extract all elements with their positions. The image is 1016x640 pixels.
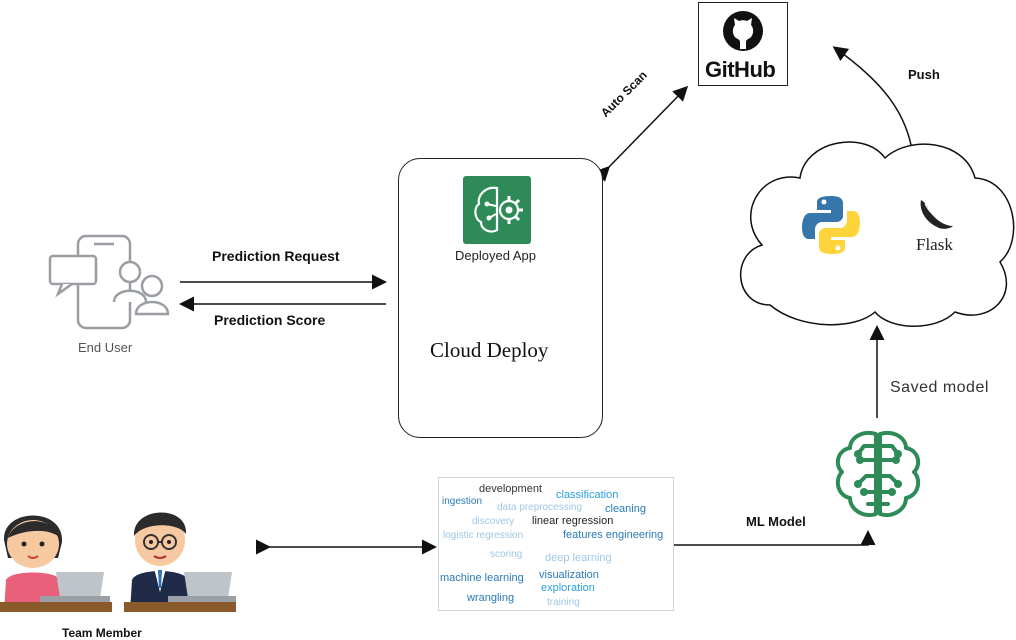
word-ingestion: ingestion <box>442 496 483 507</box>
prediction-request-label: Prediction Request <box>212 248 340 264</box>
flask-label: Flask <box>916 235 953 254</box>
word-development: development <box>479 483 542 495</box>
word-cloud: development classification ingestion dat… <box>438 477 674 611</box>
word-exploration: exploration <box>541 582 595 594</box>
word-machine-learning: machine learning <box>440 572 524 584</box>
saved-model-label: Saved model <box>890 379 989 396</box>
word-linear-regression: linear regression <box>532 515 614 527</box>
word-scoring: scoring <box>490 549 523 560</box>
prediction-score-label: Prediction Score <box>214 312 326 328</box>
cloud-shape <box>739 141 1015 327</box>
deployed-app-icon <box>463 176 531 244</box>
push-label: Push <box>908 67 940 82</box>
team-member-2-illustration <box>124 500 236 612</box>
word-deep-learning: deep learning <box>545 552 612 564</box>
github-octocat-icon <box>721 9 765 53</box>
ml-model-label: ML Model <box>746 514 806 529</box>
word-wrangling: wrangling <box>467 592 515 604</box>
github-box: GitHub <box>698 2 788 86</box>
word-cleaning: cleaning <box>605 503 646 515</box>
word-data-preprocessing: data preprocessing <box>497 502 583 513</box>
ml-model-arrow <box>672 530 876 546</box>
github-label: GitHub <box>705 57 776 82</box>
cloud-deploy-title: Cloud Deploy <box>430 338 549 362</box>
word-discovery: discovery <box>472 516 515 527</box>
word-visualization: visualization <box>539 569 599 581</box>
end-user-icon <box>48 232 173 332</box>
word-training: training <box>547 597 580 608</box>
team-member-1-illustration <box>0 498 112 612</box>
ml-brain-icon <box>830 426 926 524</box>
deployed-app-label: Deployed App <box>455 248 536 263</box>
end-user-label: End User <box>78 340 133 355</box>
word-features-engineering: features engineering <box>563 529 664 541</box>
auto-scan-arrow <box>594 85 689 182</box>
word-classification: classification <box>556 489 619 501</box>
flask-icon <box>915 196 955 232</box>
word-logistic-regression: logistic regression <box>443 530 524 541</box>
python-icon <box>798 192 864 258</box>
push-arrow <box>832 46 913 151</box>
team-member-label: Team Member <box>62 626 142 640</box>
